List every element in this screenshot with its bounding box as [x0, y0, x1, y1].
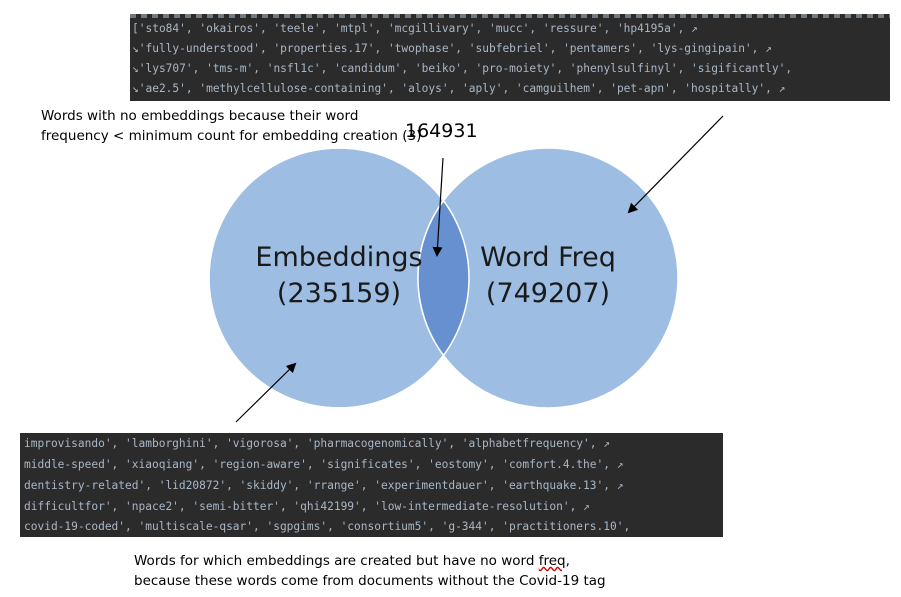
- code-line: difficultfor', 'npace2', 'semi-bitter', …: [24, 500, 590, 513]
- code-output-bottom: improvisando', 'lamborghini', 'vigorosa'…: [20, 433, 723, 537]
- note-line: Words for which embeddings are created b…: [134, 551, 606, 571]
- word-freq-count: (749207): [486, 278, 610, 309]
- note-line: because these words come from documents …: [134, 573, 606, 589]
- note-no-embeddings: Words with no embeddings because their w…: [41, 106, 421, 146]
- note-no-word-freq: Words for which embeddings are created b…: [134, 551, 606, 591]
- note-line: Words with no embeddings because their w…: [41, 108, 359, 124]
- intersection-region: [417, 148, 469, 408]
- truncated-line-strip: [130, 14, 890, 18]
- note-text: Words for which embeddings are created b…: [134, 553, 539, 569]
- code-output-top: ['sto84', 'okairos', 'teele', 'mtpl', 'm…: [130, 14, 890, 101]
- word-freq-label: Word Freq: [480, 242, 616, 273]
- arrow-to-embeddings: [235, 362, 297, 423]
- arrow-to-word-freq: [627, 115, 724, 214]
- intersection-count: 164931: [405, 120, 478, 142]
- code-line: improvisando', 'lamborghini', 'vigorosa'…: [24, 437, 610, 450]
- code-line: ↘'fully-understood', 'properties.17', 't…: [132, 42, 772, 55]
- note-text: ,: [565, 553, 570, 569]
- arrow-to-intersection: [432, 157, 444, 257]
- code-line: dentistry-related', 'lid20872', 'skiddy'…: [24, 479, 624, 492]
- note-line: frequency < minimum count for embedding …: [41, 128, 422, 144]
- spellcheck-word: freq: [538, 553, 566, 569]
- embeddings-circle-outline: [208, 147, 470, 409]
- code-line: covid-19-coded', 'multiscale-qsar', 'sgp…: [24, 520, 631, 533]
- code-line: middle-speed', 'xiaoqiang', 'region-awar…: [24, 458, 624, 471]
- code-line: ['sto84', 'okairos', 'teele', 'mtpl', 'm…: [132, 22, 698, 35]
- code-line: ↘'ae2.5', 'methylcellulose-containing', …: [132, 82, 786, 95]
- embeddings-count: (235159): [277, 278, 401, 309]
- code-line: ↘'lys707', 'tms-m', 'nsfl1c', 'candidum'…: [132, 62, 793, 75]
- embeddings-label: Embeddings: [255, 242, 422, 273]
